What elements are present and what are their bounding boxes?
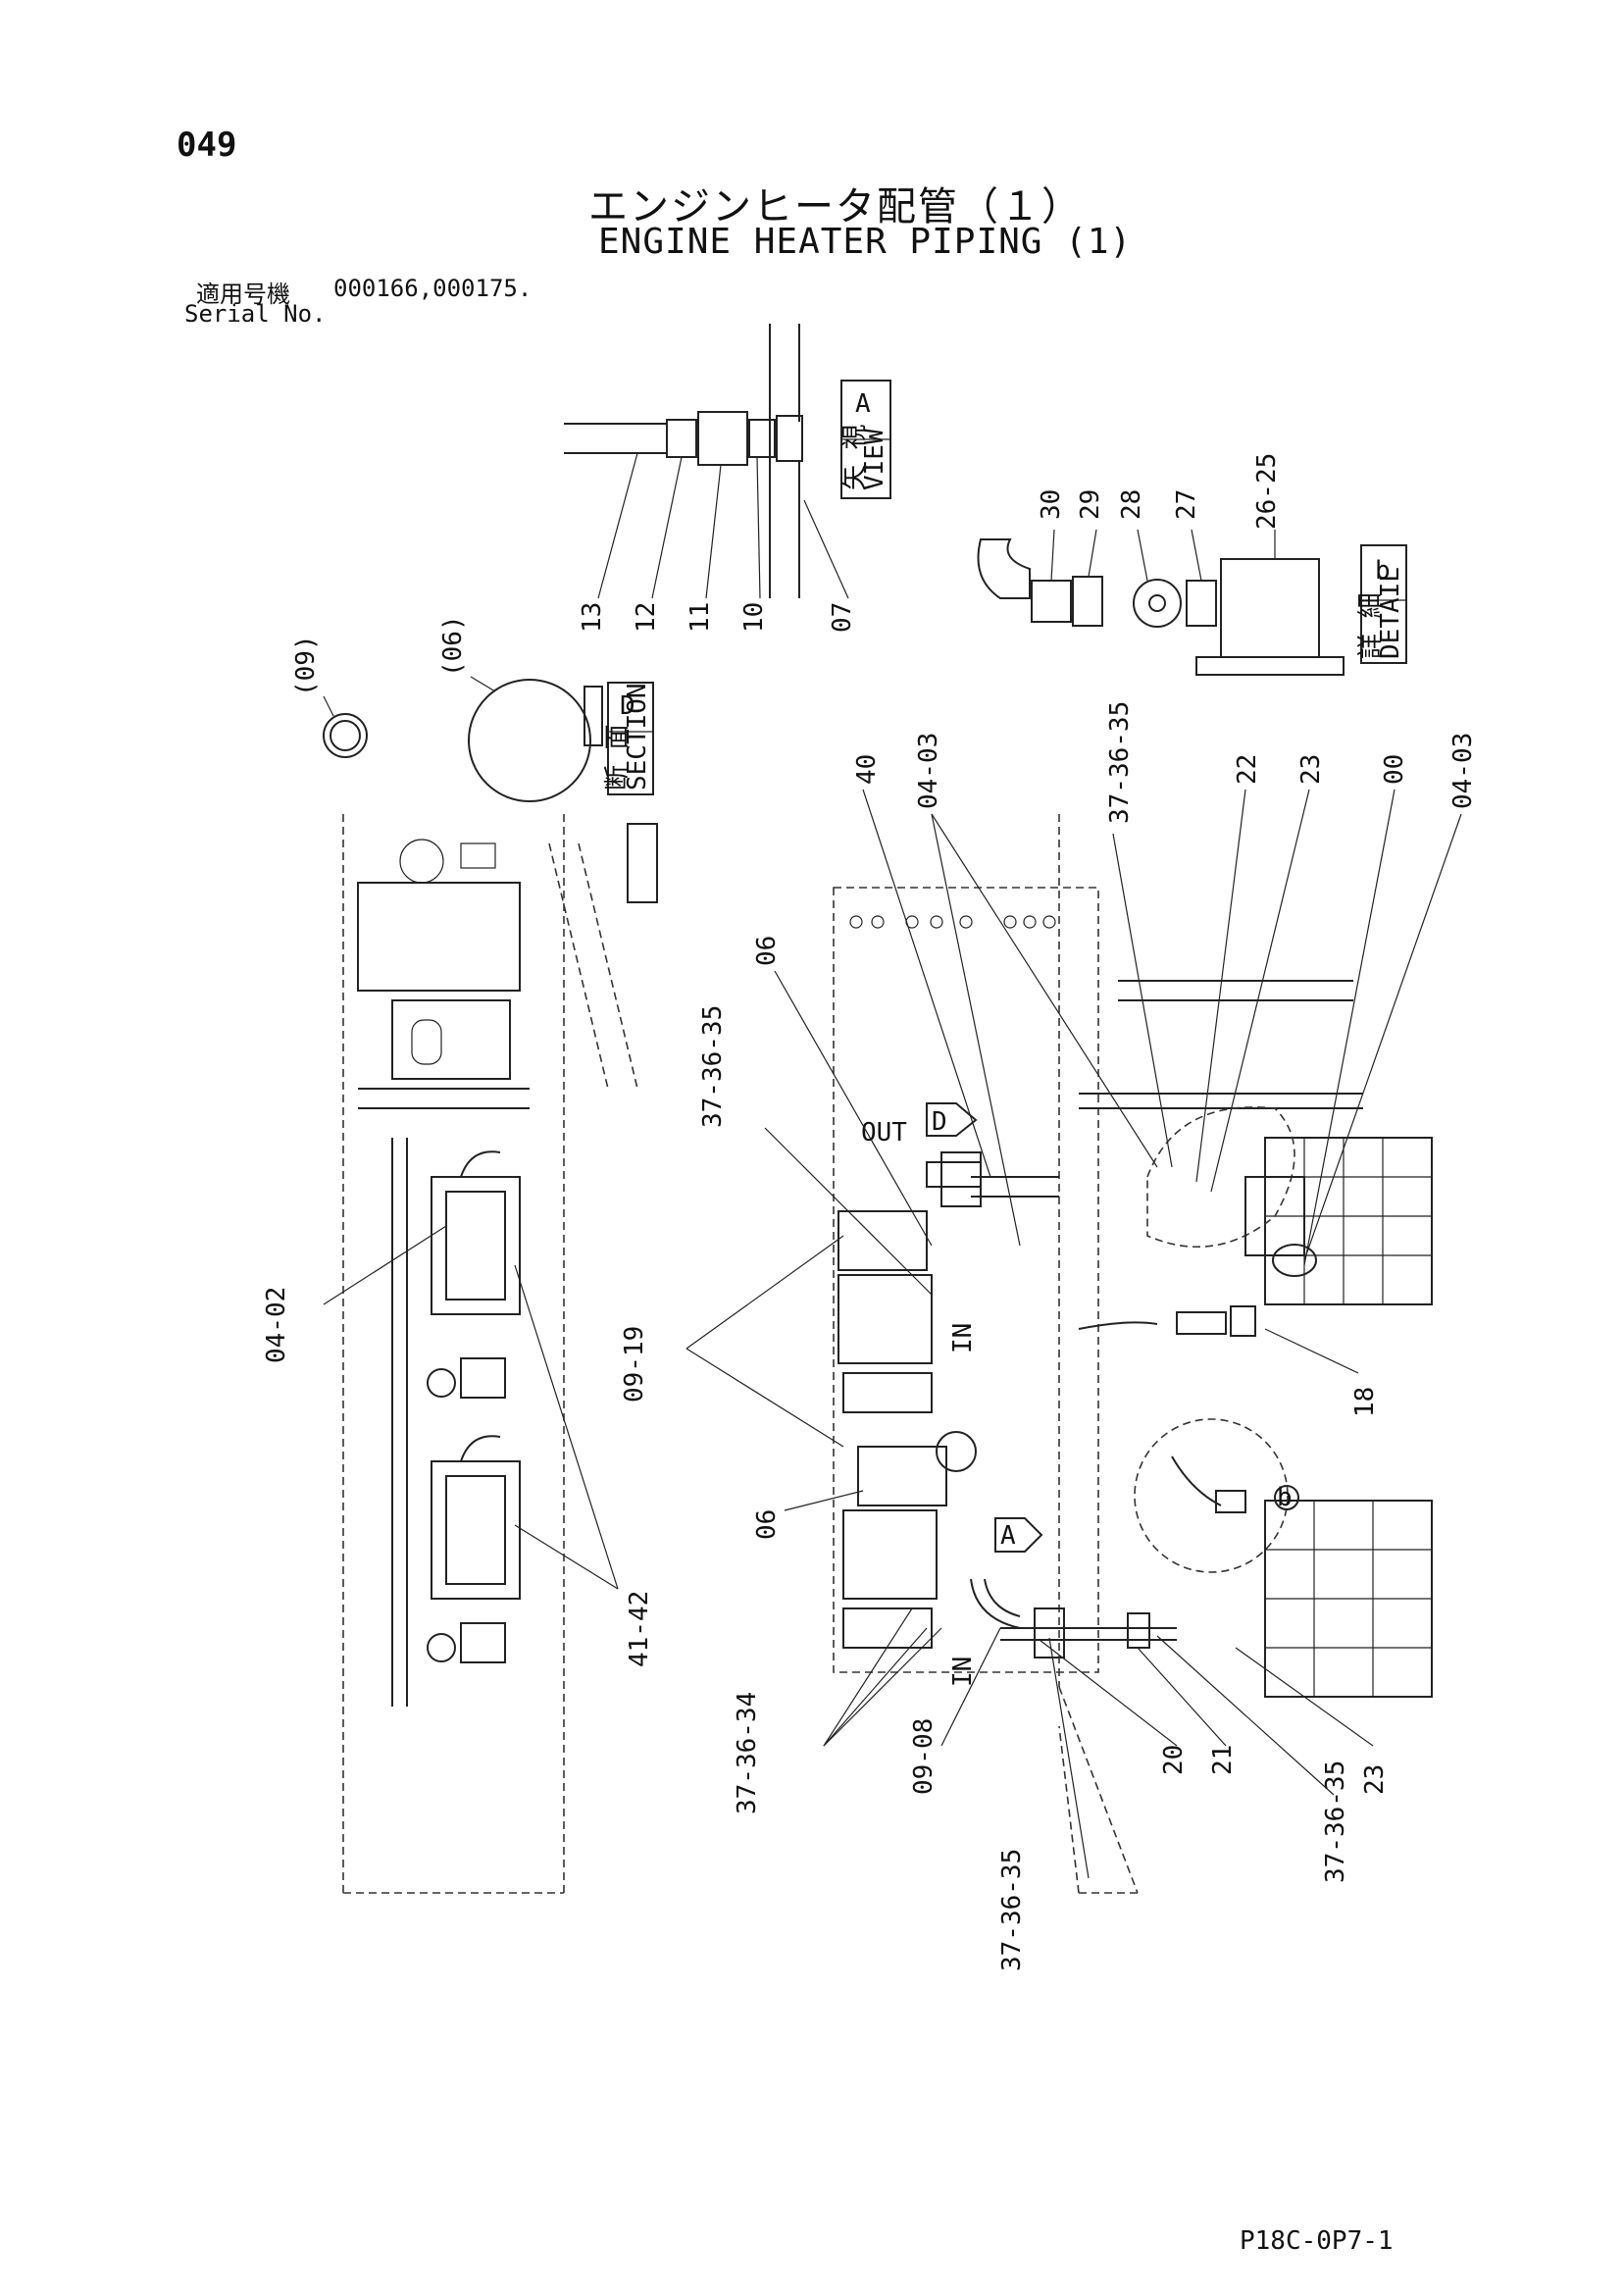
callout-section-09: (09) <box>291 635 321 696</box>
callout-18: 18 <box>1350 1387 1380 1417</box>
callout-04-03-b: 04-03 <box>1448 733 1478 809</box>
callout-00: 00 <box>1380 754 1409 785</box>
callout-23-b: 23 <box>1360 1764 1390 1795</box>
callout-23-a: 23 <box>1296 754 1326 785</box>
callout-09-08: 09-08 <box>909 1718 939 1795</box>
section-d-en: SECTION <box>623 683 652 791</box>
document-code: P18C-0P7-1 <box>1240 2226 1394 2256</box>
callout-11: 11 <box>685 602 715 633</box>
marker-b: b <box>1277 1483 1293 1512</box>
callout-07: 07 <box>828 602 857 633</box>
callout-04-02: 04-02 <box>262 1287 291 1363</box>
callout-37-36-34: 37-36-34 <box>733 1692 762 1814</box>
callout-04-03-a: 04-03 <box>914 733 943 809</box>
callout-37-36-35-c: 37-36-35 <box>1321 1760 1350 1883</box>
view-a-detail: A 矢 視 VIEW 13 12 11 10 07 <box>564 324 891 633</box>
callout-27: 27 <box>1172 489 1201 520</box>
detail-b-letter: b <box>1375 556 1391 586</box>
page-number: 049 <box>177 126 237 165</box>
title-japanese: エンジンヒータ配管（１） <box>588 184 1083 230</box>
view-a-letter: A <box>855 389 871 419</box>
callout-22: 22 <box>1233 754 1262 785</box>
view-a-jp: 矢 視 <box>840 424 870 490</box>
callout-40: 40 <box>852 754 882 785</box>
label-in-1: IN <box>948 1323 978 1353</box>
callout-37-36-35-a: 37-36-35 <box>1105 701 1135 824</box>
serial-label-english: Serial No. <box>184 300 327 328</box>
callout-30: 30 <box>1037 489 1066 520</box>
callout-26-25: 26-25 <box>1252 453 1282 530</box>
serial-label-japanese: 適用号機 <box>196 281 290 308</box>
callout-12: 12 <box>632 602 661 633</box>
serial-numbers: 000166,000175. <box>333 275 533 302</box>
section-d-letter: D <box>620 691 635 721</box>
callout-06-a: 06 <box>752 936 782 966</box>
title-english: ENGINE HEATER PIPING (1) <box>598 222 1133 262</box>
label-out: OUT <box>861 1118 907 1148</box>
callout-20: 20 <box>1159 1745 1189 1775</box>
callout-29: 29 <box>1076 489 1105 520</box>
callout-28: 28 <box>1117 489 1146 520</box>
callout-21: 21 <box>1208 1745 1238 1775</box>
callout-10: 10 <box>739 602 769 633</box>
callout-37-36-35-b: 37-36-35 <box>698 1005 728 1128</box>
callout-13: 13 <box>578 602 607 633</box>
callout-09-19: 09-19 <box>620 1326 649 1403</box>
marker-d: D <box>932 1107 947 1137</box>
detail-b-jp: 詳 細 <box>1356 592 1386 659</box>
section-d: D 断 面 SECTION (09) (06) <box>291 615 654 802</box>
callout-section-06: (06) <box>438 615 468 677</box>
detail-b: b 詳 細 DETAIL 30 29 28 27 26-25 <box>977 453 1407 676</box>
view-a-en: VIEW <box>860 429 889 490</box>
section-d-jp: 断 面 <box>603 724 633 791</box>
callout-37-36-35-d: 37-36-35 <box>997 1849 1027 1971</box>
callout-06-b: 06 <box>752 1509 782 1540</box>
marker-a: A <box>1000 1521 1016 1551</box>
left-frame-view: 04-02 41-42 <box>262 814 658 1894</box>
callout-41-42: 41-42 <box>625 1591 654 1667</box>
detail-b-en: DETAIL <box>1376 567 1405 659</box>
main-callouts: 40 04-03 37-36-35 22 23 00 04-03 06 37-3… <box>620 701 1478 1971</box>
